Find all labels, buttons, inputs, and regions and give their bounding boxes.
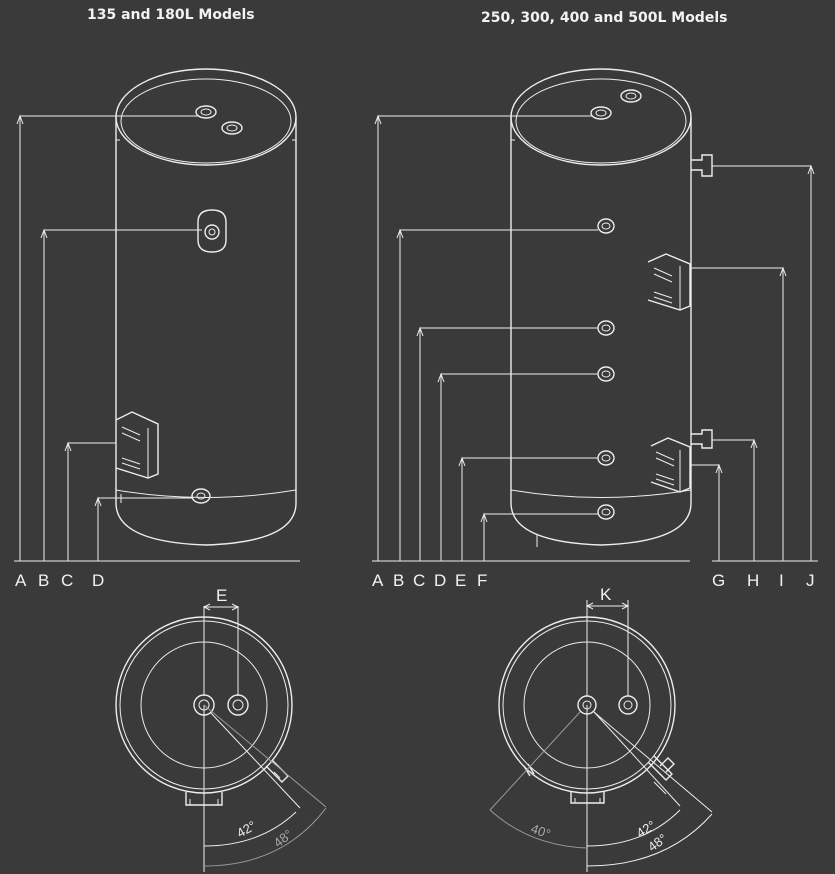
right-plan-label-k: K: [600, 585, 612, 604]
right-lower-element-box: [650, 437, 691, 493]
right-dim-k: [585, 600, 630, 696]
right-front-port-2: [597, 320, 615, 336]
right-front-port-1: [597, 218, 615, 234]
left-dim-label-b: B: [38, 571, 49, 590]
left-angle-lines: [203, 704, 327, 872]
left-top-port-1: [195, 105, 217, 119]
right-plan-port-2: [618, 695, 638, 715]
right-cylinder: [510, 68, 692, 547]
left-dimensions: [14, 114, 300, 562]
right-side-valve-top: [691, 154, 722, 177]
left-front-boss: [197, 209, 227, 253]
right-dim-label-g: G: [712, 571, 725, 590]
left-title: 135 and 180L Models: [87, 7, 255, 23]
right-top-port-1: [590, 106, 612, 120]
right-upper-element-box: [647, 253, 691, 311]
right-top-port-2: [620, 89, 642, 103]
right-title: 250, 300, 400 and 500L Models: [481, 10, 727, 26]
right-dim-label-j: J: [806, 571, 815, 590]
right-side-valve-lower: [691, 429, 722, 449]
left-dim-label-a: A: [15, 571, 27, 590]
left-angle-48: 48°: [271, 826, 296, 850]
left-cylinder: [115, 68, 297, 546]
right-dim-label-h: H: [747, 571, 759, 590]
right-dim-label-e: E: [455, 571, 466, 590]
left-top-port-2: [221, 121, 243, 135]
left-lower-port: [191, 488, 211, 504]
right-dim-label-f: F: [477, 571, 487, 590]
right-front-port-3: [597, 366, 615, 382]
right-front-port-5: [597, 504, 615, 520]
right-dim-label-i: I: [779, 571, 784, 590]
right-dim-label-b: B: [393, 571, 404, 590]
left-plan-label-e: E: [216, 586, 227, 605]
right-dimensions: [372, 114, 818, 562]
right-dim-label-a: A: [372, 571, 384, 590]
left-plan-port-2: [227, 694, 249, 716]
right-angle-40: 40°: [529, 821, 553, 842]
right-dim-label-d: D: [434, 571, 446, 590]
right-dim-label-c: C: [413, 571, 425, 590]
left-dim-label-d: D: [92, 571, 104, 590]
left-thermostat-box: [115, 411, 159, 479]
left-dim-label-c: C: [61, 571, 73, 590]
right-angle-lines: [489, 705, 713, 872]
right-front-port-4: [597, 450, 615, 466]
left-dim-e: [202, 603, 240, 696]
